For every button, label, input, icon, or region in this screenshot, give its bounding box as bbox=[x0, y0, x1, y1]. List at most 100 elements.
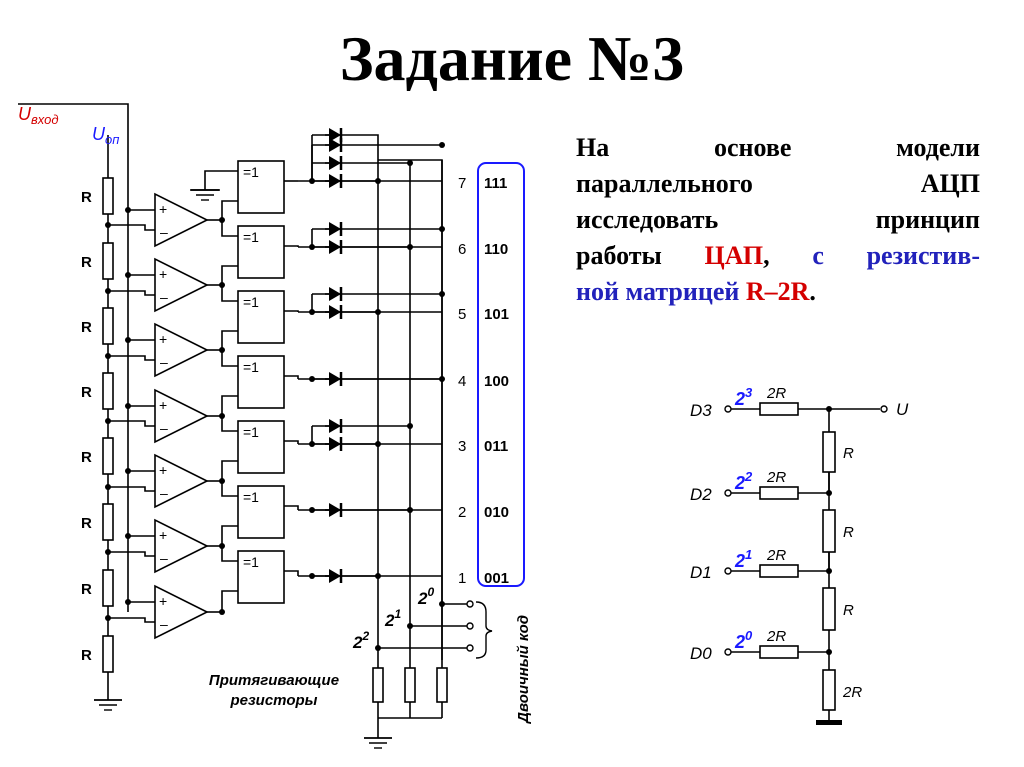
resistor-label: R bbox=[81, 449, 92, 466]
task-resistive-text: с резистив- bbox=[812, 241, 980, 270]
junction-dot bbox=[105, 615, 111, 621]
dac-series-resistor-D0 bbox=[759, 645, 799, 659]
xor-gate-1 bbox=[237, 550, 285, 604]
binary-code-brace bbox=[475, 601, 493, 659]
task-line-4: работы ЦАП, с резистив- bbox=[576, 238, 980, 274]
dac-ladder-resistor-2 bbox=[822, 509, 836, 553]
dac-node bbox=[826, 490, 832, 496]
junction-dot bbox=[219, 543, 225, 549]
dac-output-label: U bbox=[896, 400, 909, 419]
binary-code-4: 100 bbox=[484, 373, 509, 390]
xor-gate-2 bbox=[237, 485, 285, 539]
comparator-plus: + bbox=[159, 397, 167, 413]
task-line-5: ной матрицей R–2R. bbox=[576, 274, 980, 310]
dac-input-terminal bbox=[724, 567, 732, 575]
junction-dot bbox=[309, 178, 315, 184]
dac-ladder-resistor-1 bbox=[822, 431, 836, 473]
ref-resistor-6 bbox=[102, 307, 114, 345]
binary-code-6: 110 bbox=[484, 241, 508, 258]
xor-gate-label: =1 bbox=[243, 164, 259, 180]
xor-gate-label: =1 bbox=[243, 489, 259, 505]
dac-input-D1: D1 bbox=[690, 563, 712, 582]
junction-dot bbox=[439, 226, 445, 232]
dac-input-D0: D0 bbox=[690, 644, 712, 663]
comparator-plus: + bbox=[159, 462, 167, 478]
junction-dot bbox=[105, 222, 111, 228]
dac-output-terminal bbox=[880, 405, 888, 413]
junction-dot bbox=[439, 376, 445, 382]
junction-dot bbox=[105, 484, 111, 490]
junction-dot bbox=[125, 337, 131, 343]
junction-dot bbox=[125, 207, 131, 213]
comparator-6 bbox=[154, 257, 209, 313]
dac-input-terminal bbox=[724, 648, 732, 656]
junction-dot bbox=[309, 244, 315, 250]
pullup-caption-1: Притягивающие bbox=[209, 672, 339, 689]
junction-dot bbox=[105, 549, 111, 555]
junction-dot bbox=[105, 418, 111, 424]
junction-dot bbox=[375, 309, 381, 315]
junction-dot bbox=[219, 413, 225, 419]
u-ref-label: Uоп bbox=[92, 124, 119, 147]
resistor-label: R bbox=[81, 384, 92, 401]
dac-ground bbox=[816, 720, 842, 725]
resistor-label: R bbox=[81, 647, 92, 664]
xor-gate-label: =1 bbox=[243, 424, 259, 440]
binary-code-1: 001 bbox=[484, 570, 509, 587]
comparator-minus: – bbox=[160, 420, 168, 436]
dac-weight-D1: 21 bbox=[734, 547, 752, 571]
junction-dot bbox=[375, 645, 381, 651]
xor-gate-label: =1 bbox=[243, 554, 259, 570]
comparator-minus: – bbox=[160, 550, 168, 566]
binary-code-5: 101 bbox=[484, 306, 509, 323]
junction-dot bbox=[219, 609, 225, 615]
comparator-minus: – bbox=[160, 616, 168, 632]
task-work-text: работы bbox=[576, 241, 705, 270]
dac-series-label: 2R bbox=[766, 547, 786, 564]
bit-output-terminal bbox=[466, 644, 474, 652]
level-number-6: 6 bbox=[458, 241, 466, 258]
comparator-3 bbox=[154, 453, 209, 509]
u-in-label: Uвход bbox=[18, 104, 59, 127]
dac-weight-D3: 23 bbox=[734, 385, 753, 409]
junction-dot bbox=[219, 478, 225, 484]
ref-resistor-7 bbox=[102, 242, 114, 280]
dac-wiring bbox=[731, 408, 880, 720]
code-column-frame bbox=[477, 162, 525, 587]
level-number-1: 1 bbox=[458, 570, 466, 587]
dac-series-resistor-D3 bbox=[759, 402, 799, 416]
comparator-plus: + bbox=[159, 593, 167, 609]
pull-up-resistor-0 bbox=[372, 667, 384, 703]
xor-gate-label: =1 bbox=[243, 359, 259, 375]
task-matrix-text: ной матрицей bbox=[576, 277, 746, 306]
dac-input-D3: D3 bbox=[690, 401, 712, 420]
task-line-3: исследовать принцип bbox=[576, 205, 980, 234]
dac-series-label: 2R bbox=[766, 385, 786, 402]
comparator-7 bbox=[154, 192, 209, 248]
dac-input-terminal bbox=[724, 405, 732, 413]
pullup-caption-2: резисторы bbox=[230, 692, 318, 709]
binary-code-3: 011 bbox=[484, 438, 508, 455]
xor-gate-4 bbox=[237, 355, 285, 409]
junction-dot bbox=[219, 217, 225, 223]
comparator-plus: + bbox=[159, 201, 167, 217]
junction-dot bbox=[309, 309, 315, 315]
resistor-label: R bbox=[81, 189, 92, 206]
comparator-1 bbox=[154, 584, 209, 640]
dac-weight-D2: 22 bbox=[734, 469, 753, 493]
xor-gate-label: =1 bbox=[243, 294, 259, 310]
junction-dot bbox=[219, 347, 225, 353]
dac-terminal-label: 2R bbox=[842, 684, 862, 701]
ref-resistor-3 bbox=[102, 503, 114, 541]
junction-dot bbox=[407, 623, 413, 629]
junction-dot bbox=[375, 178, 381, 184]
level-number-3: 3 bbox=[458, 438, 466, 455]
junction-dot bbox=[125, 599, 131, 605]
junction-dot bbox=[309, 376, 315, 382]
dac-node bbox=[826, 649, 832, 655]
comparator-4 bbox=[154, 388, 209, 444]
junction-dot bbox=[125, 468, 131, 474]
ref-resistor-8 bbox=[102, 177, 114, 215]
task-description: На основе модели параллельного АЦП иссле… bbox=[576, 130, 980, 310]
